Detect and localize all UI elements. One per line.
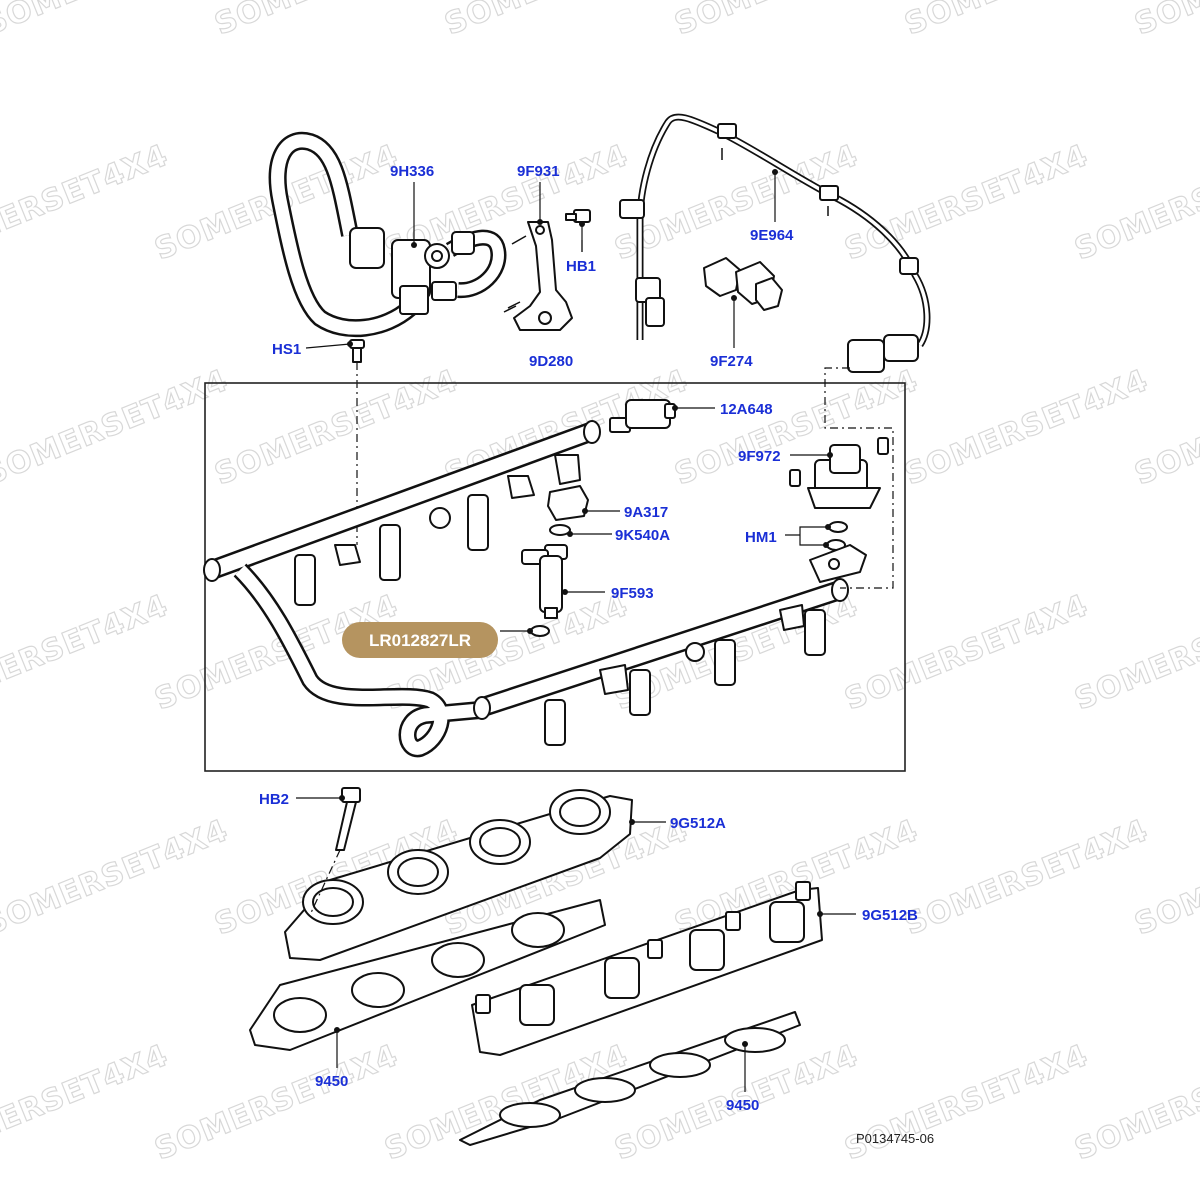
wiring-harness <box>619 113 931 373</box>
watermark-text: SOMERSET4X4 <box>1070 588 1200 717</box>
callout-9f274[interactable]: 9F274 <box>710 353 753 370</box>
callout-9e964[interactable]: 9E964 <box>750 227 794 244</box>
callout-9f972[interactable]: 9F972 <box>738 448 781 465</box>
callout-hm1[interactable]: HM1 <box>745 529 777 546</box>
watermark-text: SOMERSET4X4 <box>900 0 1153 42</box>
watermark-text: SOMERSET4X4 <box>0 1038 173 1167</box>
callout-9450-right[interactable]: 9450 <box>726 1097 759 1114</box>
watermark-text: SOMERSET4X4 <box>670 0 923 42</box>
callout-hb2[interactable]: HB2 <box>259 791 289 808</box>
watermark-text: SOMERSET4X4 <box>1070 138 1200 267</box>
leader-lines <box>296 169 856 1092</box>
callout-labels: 9H336 9F931 HB1 9E964 9F274 HS1 9D280 12… <box>259 163 918 1114</box>
watermark-text: SOMERSET4X4 <box>840 1038 1093 1167</box>
callout-12a648[interactable]: 12A648 <box>720 401 773 418</box>
callout-hs1[interactable]: HS1 <box>272 341 301 358</box>
watermark-text: SOMERSET4X4 <box>0 588 173 717</box>
watermark-text: SOMERSET4X4 <box>210 0 463 42</box>
callout-9k540a[interactable]: 9K540A <box>615 527 670 544</box>
manifold-9g512a <box>284 789 633 961</box>
callout-9f593[interactable]: 9F593 <box>611 585 654 602</box>
bolt-hb2 <box>309 787 361 916</box>
manifold-9g512b <box>471 881 823 1056</box>
badge-part-number: LR012827LR <box>369 631 471 650</box>
callout-9a317[interactable]: 9A317 <box>624 504 668 521</box>
fuel-hose-assembly <box>268 131 507 338</box>
watermark-text: SOMERSET4X4 <box>900 813 1153 942</box>
watermark-text: SOMERSET4X4 <box>440 0 693 42</box>
callout-9g512a[interactable]: 9G512A <box>670 815 726 832</box>
watermark-text: SOMERSET4X4 <box>0 813 233 942</box>
callout-9g512b[interactable]: 9G512B <box>862 907 918 924</box>
watermark-text: SOMERSET4X4 <box>1070 1038 1200 1167</box>
watermark-text: SOMERSET4X4 <box>1130 0 1200 42</box>
callout-9450-left[interactable]: 9450 <box>315 1073 348 1090</box>
callout-9h336[interactable]: 9H336 <box>390 163 434 180</box>
gasket-left-9450 <box>249 899 606 1051</box>
part-number-badge[interactable]: LR012827LR <box>342 622 498 658</box>
badge-background <box>342 622 498 658</box>
watermark-text: SOMERSET4X4 <box>840 588 1093 717</box>
bracket-part <box>503 221 573 331</box>
watermark-text: SOMERSET4X4 <box>0 363 233 492</box>
watermark-text: SOMERSET4X4 <box>840 138 1093 267</box>
screw-hs1 <box>349 339 365 545</box>
bolt-hb1 <box>565 209 591 252</box>
fuel-rail-9d280 <box>203 367 894 758</box>
watermark-text: SOMERSET4X4 <box>0 0 233 42</box>
callout-hb1[interactable]: HB1 <box>566 258 596 275</box>
watermark-text: SOMERSET4X4 <box>900 363 1153 492</box>
harness-clips <box>703 257 783 311</box>
watermark-text: SOMERSET4X4 <box>0 138 173 267</box>
gasket-right-9450 <box>459 1011 801 1146</box>
watermark-text: SOMERSET4X4 <box>150 1038 403 1167</box>
callout-9d280[interactable]: 9D280 <box>529 353 573 370</box>
callout-9f931[interactable]: 9F931 <box>517 163 560 180</box>
diagram-reference-code: P0134745-06 <box>856 1131 934 1146</box>
